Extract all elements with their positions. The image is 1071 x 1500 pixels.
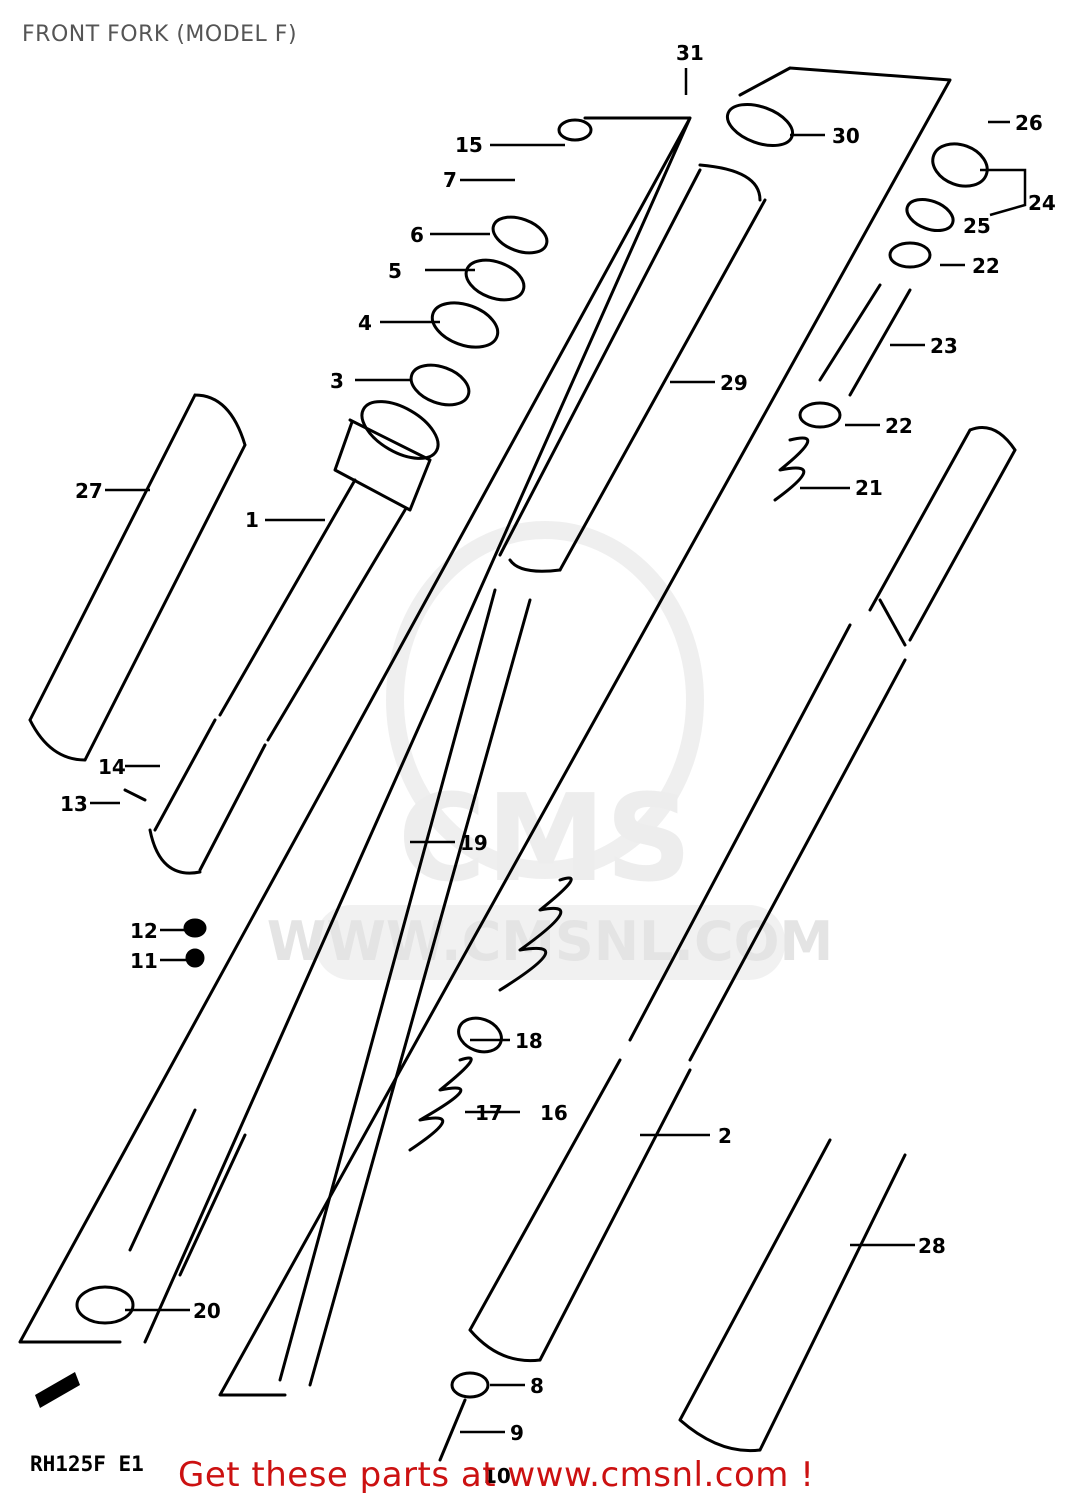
callout-23: 23	[930, 334, 958, 358]
callout-29: 29	[720, 371, 748, 395]
page-title: FRONT FORK (MODEL F)	[22, 22, 298, 47]
fork-cover-left	[28, 393, 247, 762]
callout-16: 16	[540, 1101, 568, 1125]
callout-26: 26	[1015, 111, 1043, 135]
bellows-lower	[628, 598, 907, 1062]
watermark-brand: CMS	[398, 770, 692, 909]
callout-14: 14	[98, 755, 126, 779]
callout-4: 4	[358, 311, 372, 335]
callout-9: 9	[510, 1421, 524, 1445]
outline-right-tube	[218, 66, 952, 1397]
callout-6: 6	[410, 223, 424, 247]
callout-2: 2	[718, 1124, 732, 1148]
drawing-code: RH125F E1	[30, 1452, 144, 1476]
watermark-url: WWW.CMSNL.COM	[267, 910, 833, 973]
leader-lines	[90, 68, 1027, 1434]
callout-5: 5	[388, 259, 402, 283]
cta-link[interactable]: Get these parts at www.cmsnl.com !	[178, 1455, 815, 1495]
rebound-spring	[408, 1056, 473, 1152]
callout-1: 1	[245, 508, 259, 532]
fork-cover-right	[678, 1138, 907, 1453]
callout-7: 7	[443, 168, 457, 192]
damper-rod	[278, 588, 532, 1387]
callout-24: 24	[1028, 191, 1056, 215]
spring-upper	[773, 436, 810, 502]
callout-17: 17	[475, 1101, 503, 1125]
bellows-upper	[498, 163, 767, 573]
callout-25: 25	[963, 214, 991, 238]
callout-19: 19	[460, 831, 488, 855]
callout-12: 12	[130, 919, 158, 943]
callout-18: 18	[515, 1029, 543, 1053]
callout-27: 27	[75, 479, 103, 503]
callout-10: 10	[483, 1464, 511, 1488]
inner-tube-left	[218, 418, 432, 742]
callout-15: 15	[455, 133, 483, 157]
callout-30: 30	[832, 124, 860, 148]
callout-20: 20	[193, 1299, 221, 1323]
outer-tube-left	[128, 1108, 247, 1277]
inner-tube-right	[868, 426, 1017, 642]
callout-21: 21	[855, 476, 883, 500]
callout-13: 13	[60, 792, 88, 816]
callout-3: 3	[330, 369, 344, 393]
spacer-tube	[818, 283, 912, 397]
spring-lower	[498, 876, 573, 992]
callout-11: 11	[130, 949, 158, 973]
cmsnl-watermark: CMS WWW.CMSNL.COM	[267, 521, 833, 980]
front-arrow-icon	[35, 1372, 80, 1408]
callout-8: 8	[530, 1374, 544, 1398]
outline-left-tube	[18, 116, 692, 1344]
callout-28: 28	[918, 1234, 946, 1258]
callout-31: 31	[676, 41, 704, 65]
callout-labels: 31 30 26 15 7 24 6 25 22 5 4 23 3 29 22 …	[60, 41, 1056, 1488]
callout-22a: 22	[972, 254, 1000, 278]
callout-22b: 22	[885, 414, 913, 438]
outer-tube-right	[468, 1058, 692, 1363]
